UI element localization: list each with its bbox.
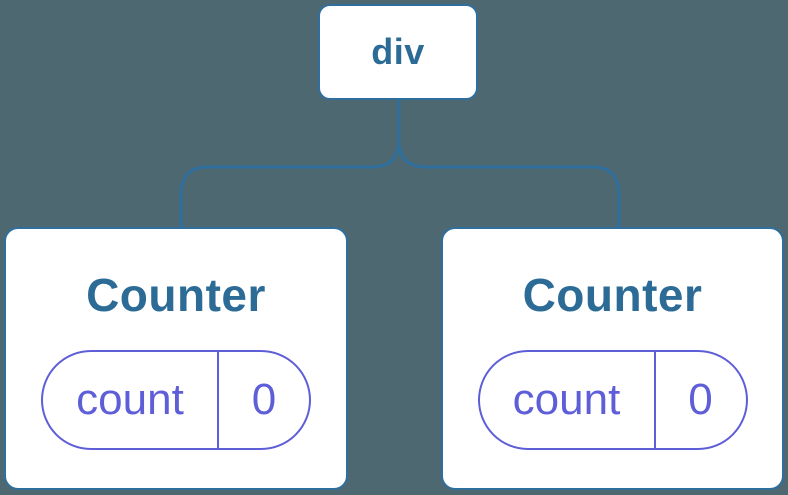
root-node-label: div: [371, 31, 425, 72]
state-key-cell: count: [43, 352, 217, 448]
connector-branch-right: [397, 99, 621, 229]
state-key: count: [76, 374, 184, 424]
state-value: 0: [251, 374, 277, 424]
counter-node-left: Counter count 0: [4, 227, 348, 490]
root-node-div: div: [318, 4, 478, 100]
component-name: Counter: [86, 269, 266, 321]
state-value: 0: [688, 374, 713, 424]
state-pill: count 0: [41, 349, 311, 450]
state-value-cell: 0: [653, 351, 746, 448]
state-key-cell: count: [480, 352, 654, 448]
counter-node-right: Counter count 0: [441, 227, 784, 490]
component-name: Counter: [522, 269, 703, 321]
state-key: count: [512, 374, 621, 424]
connector-branch-left: [179, 99, 401, 229]
state-pill: count 0: [477, 349, 748, 450]
state-value-cell: 0: [217, 351, 309, 448]
